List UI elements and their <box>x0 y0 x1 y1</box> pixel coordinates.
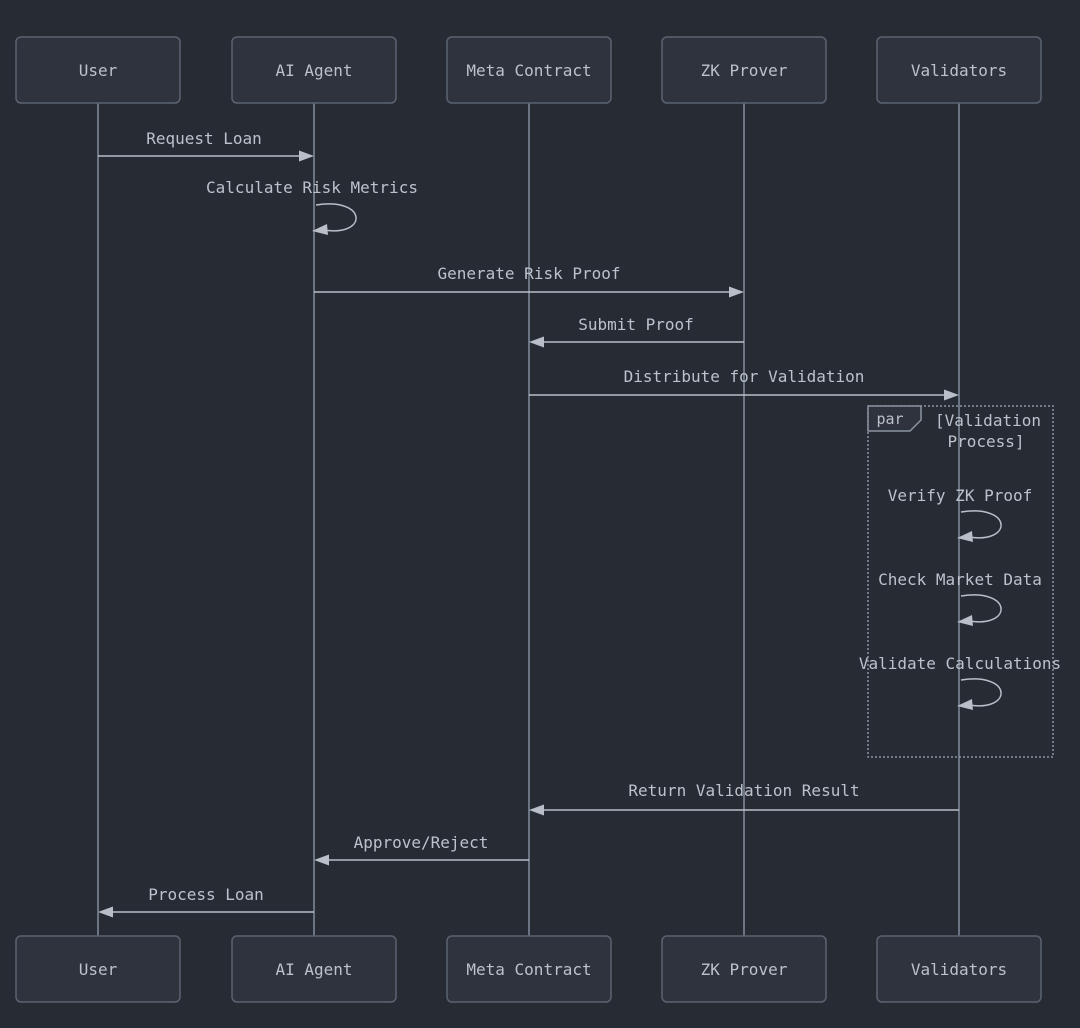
message-label: Validate Calculations <box>859 654 1061 673</box>
message-label: Verify ZK Proof <box>888 486 1033 505</box>
arrowhead-right-icon <box>944 389 959 401</box>
actor-label: Validators <box>911 61 1007 80</box>
actor-box <box>231 935 397 1003</box>
participant-bottom-zk-prover: ZK Prover <box>661 935 827 1003</box>
participant-top-zk-prover: ZK Prover <box>661 36 827 104</box>
actor-label: User <box>79 61 118 80</box>
actor-box <box>876 935 1042 1003</box>
actor-box <box>876 36 1042 104</box>
actor-label: User <box>79 960 118 979</box>
message-process-loan: Process Loan <box>98 885 314 918</box>
par-block: par [Validation Process] <box>867 405 1054 758</box>
participant-bottom-ai-agent: AI Agent <box>231 935 397 1003</box>
self-loop-line <box>960 594 1002 623</box>
message-return-validation-result: Return Validation Result <box>529 781 959 816</box>
par-title-line1: [Validation <box>935 411 1041 430</box>
message-label: Return Validation Result <box>628 781 859 800</box>
participant-top-meta-contract: Meta Contract <box>446 36 612 104</box>
participants-top: User AI Agent Meta Contract ZK Prover Va… <box>15 36 1042 104</box>
message-check-market-data: Check Market Data <box>878 570 1042 626</box>
self-loop-line <box>315 203 357 232</box>
participant-top-validators: Validators <box>876 36 1042 104</box>
actor-label: AI Agent <box>275 960 352 979</box>
actor-box <box>446 935 612 1003</box>
message-request-loan: Request Loan <box>98 129 314 162</box>
lifelines <box>97 103 960 936</box>
message-label: Distribute for Validation <box>624 367 865 386</box>
actor-label: Meta Contract <box>466 61 591 80</box>
par-frame-border <box>867 405 1054 758</box>
participants-bottom: User AI Agent Meta Contract ZK Prover Va… <box>15 935 1042 1003</box>
message-verify-zk-proof: Verify ZK Proof <box>888 486 1033 542</box>
arrowhead-left-icon <box>957 699 973 710</box>
arrowhead-left-icon <box>957 615 973 626</box>
actor-box <box>661 36 827 104</box>
arrowhead-left-icon <box>312 224 328 235</box>
actor-box <box>661 935 827 1003</box>
message-label: Check Market Data <box>878 570 1042 589</box>
par-keyword: par <box>876 410 903 428</box>
participant-bottom-meta-contract: Meta Contract <box>446 935 612 1003</box>
message-validate-calculations: Validate Calculations <box>859 654 1061 710</box>
arrowhead-left-icon <box>98 906 113 918</box>
actor-box <box>15 36 181 104</box>
message-calculate-risk-metrics: Calculate Risk Metrics <box>206 178 418 235</box>
participant-top-user: User <box>15 36 181 104</box>
message-label: Process Loan <box>148 885 264 904</box>
actor-label: ZK Prover <box>701 960 788 979</box>
par-label-shape <box>867 405 922 432</box>
message-generate-risk-proof: Generate Risk Proof <box>314 264 744 298</box>
message-distribute-for-validation: Distribute for Validation <box>529 367 959 401</box>
arrowhead-left-icon <box>529 804 544 816</box>
arrowhead-right-icon <box>299 150 314 162</box>
arrowhead-right-icon <box>729 286 744 298</box>
self-loop-line <box>960 510 1002 539</box>
actor-label: AI Agent <box>275 61 352 80</box>
message-label: Submit Proof <box>578 315 694 334</box>
actor-label: Meta Contract <box>466 960 591 979</box>
actor-label: Validators <box>911 960 1007 979</box>
self-loop-line <box>960 678 1002 707</box>
actor-box <box>446 36 612 104</box>
par-title-line2: Process] <box>947 432 1024 451</box>
actor-box <box>231 36 397 104</box>
message-label: Request Loan <box>146 129 262 148</box>
actor-label: ZK Prover <box>701 61 788 80</box>
message-submit-proof: Submit Proof <box>529 315 744 348</box>
participant-top-ai-agent: AI Agent <box>231 36 397 104</box>
message-approve-reject: Approve/Reject <box>314 833 529 866</box>
participant-bottom-validators: Validators <box>876 935 1042 1003</box>
arrowhead-left-icon <box>957 531 973 542</box>
message-label: Generate Risk Proof <box>437 264 620 283</box>
message-label: Approve/Reject <box>354 833 489 852</box>
arrowhead-left-icon <box>314 854 329 866</box>
participant-bottom-user: User <box>15 935 181 1003</box>
arrowhead-left-icon <box>529 336 544 348</box>
actor-box <box>15 935 181 1003</box>
message-label: Calculate Risk Metrics <box>206 178 418 197</box>
